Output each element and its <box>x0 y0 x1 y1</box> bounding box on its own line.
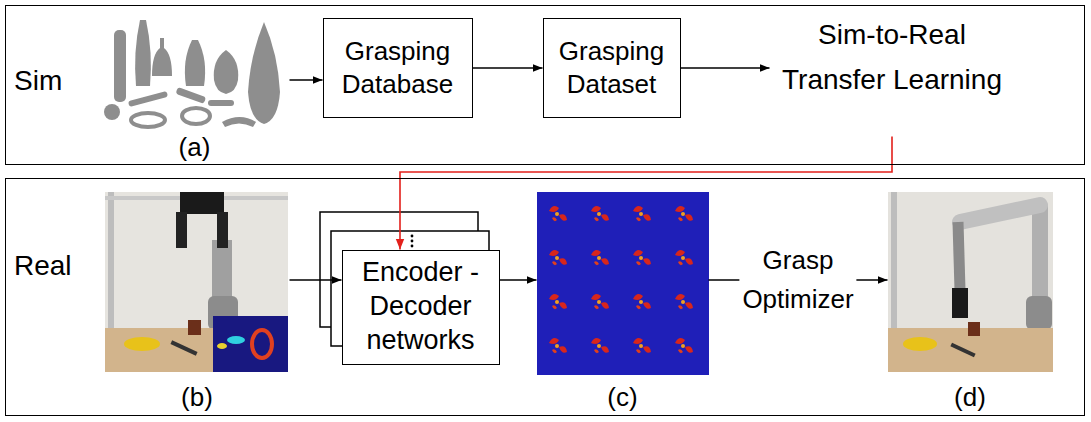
stack-dot <box>411 240 414 243</box>
inset-blob <box>217 343 227 349</box>
frame-post <box>108 192 114 332</box>
finger <box>176 212 187 248</box>
inset-ring <box>252 330 272 358</box>
heatmap-view: (c) <box>537 190 709 412</box>
jar <box>152 38 172 76</box>
flow-arrow <box>681 67 770 69</box>
network-box: Encoder -Decoder networks <box>342 250 500 365</box>
box-label: Grasping Database <box>330 35 466 100</box>
panel-label: Real <box>14 249 72 283</box>
setup-view: (b) <box>105 190 290 412</box>
screwdriver <box>170 340 197 355</box>
panel-caption: (c) <box>607 382 637 412</box>
gripper <box>180 192 224 214</box>
panel-caption: (b) <box>181 382 213 412</box>
gripper <box>952 288 968 318</box>
edge-label: Grasp Optimizer <box>739 241 856 319</box>
grasp-photo <box>888 192 1053 372</box>
panel-caption: (a) <box>179 132 211 162</box>
photo-ground <box>105 192 288 372</box>
screwdriver <box>950 343 975 358</box>
robot-base <box>1026 296 1052 330</box>
rings <box>131 108 210 127</box>
tool <box>208 100 234 106</box>
panel-label: Sim <box>14 64 62 98</box>
flow-arrow <box>290 279 342 281</box>
flow-arrow <box>473 67 543 69</box>
object-models <box>104 20 280 127</box>
flow-arrow <box>500 279 537 281</box>
bottle <box>114 30 126 102</box>
robot-arm <box>1032 205 1048 300</box>
banana <box>903 337 937 351</box>
tool <box>176 87 207 104</box>
setup-photo <box>105 192 288 372</box>
grasp-view: (d) <box>888 190 1053 412</box>
flow-arrow <box>290 79 323 81</box>
tool <box>128 91 168 107</box>
process-step: Sim-to-Real Transfer Learning <box>770 12 1015 137</box>
frame-post <box>891 192 897 332</box>
torus <box>182 108 210 124</box>
vase <box>135 20 151 86</box>
panel-caption: (d) <box>954 382 986 412</box>
box-label: Sim-to-Real Transfer Learning <box>770 12 1015 102</box>
box-label: Grasping Dataset <box>550 35 674 100</box>
real-panel: (b) Encoder -Decoder networks (c) (d) Real <box>5 178 1085 416</box>
banana <box>222 117 256 127</box>
banana <box>124 337 160 351</box>
stack-dot <box>411 245 414 248</box>
block <box>968 322 980 336</box>
inset-blob <box>227 336 245 344</box>
stack-dot <box>411 235 414 238</box>
vase <box>185 40 205 86</box>
finger <box>217 212 228 248</box>
robot-wrist <box>958 222 960 290</box>
robot-arm <box>212 240 232 300</box>
transfer-arrow <box>400 137 892 250</box>
sim-panel: (a) Grasping Database Grasping Dataset Sim-… <box>5 5 1085 165</box>
photo-ground <box>888 192 1053 372</box>
vase <box>214 50 239 94</box>
process-box: Grasping Dataset <box>543 18 681 118</box>
process-box: Grasping Database <box>323 18 473 118</box>
ball <box>104 104 120 120</box>
heatmap-ground <box>537 192 709 375</box>
robot-arm <box>960 205 1040 222</box>
heatmap-grid <box>537 192 709 375</box>
box-label: Encoder -Decoder networks <box>349 256 493 357</box>
ring <box>131 113 165 127</box>
block <box>188 320 201 335</box>
vase <box>248 22 280 124</box>
inset-map <box>213 316 288 372</box>
object-set: (a) <box>100 10 290 162</box>
